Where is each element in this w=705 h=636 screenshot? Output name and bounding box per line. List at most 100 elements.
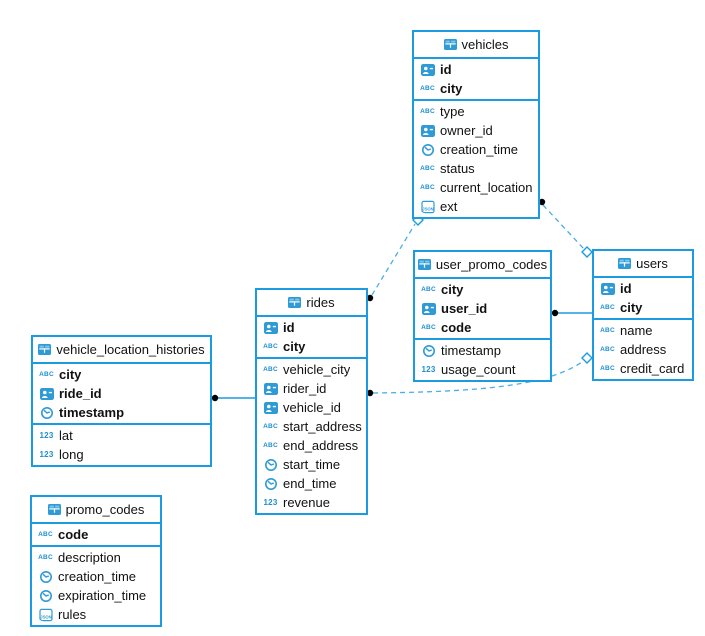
- table-title: vehicle_location_histories: [56, 342, 205, 357]
- table-header[interactable]: users: [594, 251, 692, 278]
- field-name: type: [440, 104, 465, 119]
- field-row[interactable]: start_time: [257, 455, 366, 474]
- field-name: rules: [58, 607, 87, 622]
- edge-user_promo_codes-users[interactable]: [551, 309, 592, 317]
- field-name: id: [440, 62, 452, 77]
- table-icon: [443, 39, 457, 50]
- clock-icon: [38, 406, 55, 420]
- table-header[interactable]: user_promo_codes: [415, 252, 550, 279]
- 123-number-icon: 123: [39, 431, 54, 440]
- table-header[interactable]: vehicles: [414, 32, 538, 59]
- field-name: ride_id: [59, 386, 102, 401]
- dot-marker: [211, 394, 219, 402]
- edge-vehicle_location_histories-rides[interactable]: [211, 394, 255, 402]
- field-row[interactable]: creation_time: [414, 140, 538, 159]
- field-name: long: [59, 447, 84, 462]
- field-row[interactable]: id: [257, 318, 366, 337]
- person-badge-icon: [419, 124, 436, 137]
- field-row[interactable]: id: [414, 60, 538, 79]
- edge-vehicles-users[interactable]: [538, 198, 593, 258]
- person-badge-icon: [599, 282, 616, 295]
- field-name: lat: [59, 428, 73, 443]
- table-header[interactable]: rides: [257, 290, 366, 317]
- field-name: owner_id: [440, 123, 493, 138]
- json-document-icon: JSON: [419, 200, 436, 214]
- field-row[interactable]: ABC status: [414, 159, 538, 178]
- field-row[interactable]: expiration_time: [32, 586, 160, 605]
- clock-icon: [420, 344, 437, 358]
- field-row[interactable]: id: [594, 279, 692, 298]
- field-name: id: [283, 320, 295, 335]
- table-title: vehicles: [461, 37, 509, 52]
- abc-text-icon: ABC: [38, 531, 53, 538]
- field-row[interactable]: ABC type: [414, 102, 538, 121]
- field-row[interactable]: timestamp: [33, 403, 210, 422]
- abc-text-icon: ABC: [263, 423, 278, 430]
- clock-icon: [262, 477, 279, 491]
- abc-text-icon: ABC: [600, 327, 615, 334]
- field-name: city: [59, 367, 82, 382]
- abc-text-icon: ABC: [263, 442, 278, 449]
- diamond-marker: [581, 246, 593, 258]
- field-row[interactable]: vehicle_id: [257, 398, 366, 417]
- person-badge-icon: [262, 401, 279, 414]
- table-icon: [417, 259, 431, 270]
- field-name: usage_count: [441, 362, 516, 377]
- field-row[interactable]: JSON rules: [32, 605, 160, 624]
- field-row[interactable]: creation_time: [32, 567, 160, 586]
- field-row[interactable]: user_id: [415, 299, 550, 318]
- table-header[interactable]: promo_codes: [32, 497, 160, 524]
- field-name: address: [620, 342, 667, 357]
- field-name: code: [58, 527, 89, 542]
- clock-icon: [37, 570, 54, 584]
- 123-number-icon: 123: [263, 498, 278, 507]
- field-name: timestamp: [59, 405, 125, 420]
- abc-text-icon: ABC: [420, 108, 435, 115]
- field-row[interactable]: ABC code: [32, 525, 160, 544]
- field-row[interactable]: rider_id: [257, 379, 366, 398]
- field-row[interactable]: 123 lat: [33, 426, 210, 445]
- field-row[interactable]: owner_id: [414, 121, 538, 140]
- dot-marker: [551, 309, 559, 317]
- table-title: promo_codes: [65, 502, 145, 517]
- field-name: rider_id: [283, 381, 327, 396]
- field-row[interactable]: end_time: [257, 474, 366, 493]
- abc-text-icon: ABC: [263, 366, 278, 373]
- field-row[interactable]: timestamp: [415, 341, 550, 360]
- table-header[interactable]: vehicle_location_histories: [33, 337, 210, 364]
- field-name: vehicle_id: [283, 400, 341, 415]
- abc-text-icon: ABC: [420, 85, 435, 92]
- json-document-icon: JSON: [37, 608, 54, 622]
- field-row[interactable]: ride_id: [33, 384, 210, 403]
- table-icon: [47, 504, 61, 515]
- field-name: status: [440, 161, 475, 176]
- abc-text-icon: ABC: [420, 165, 435, 172]
